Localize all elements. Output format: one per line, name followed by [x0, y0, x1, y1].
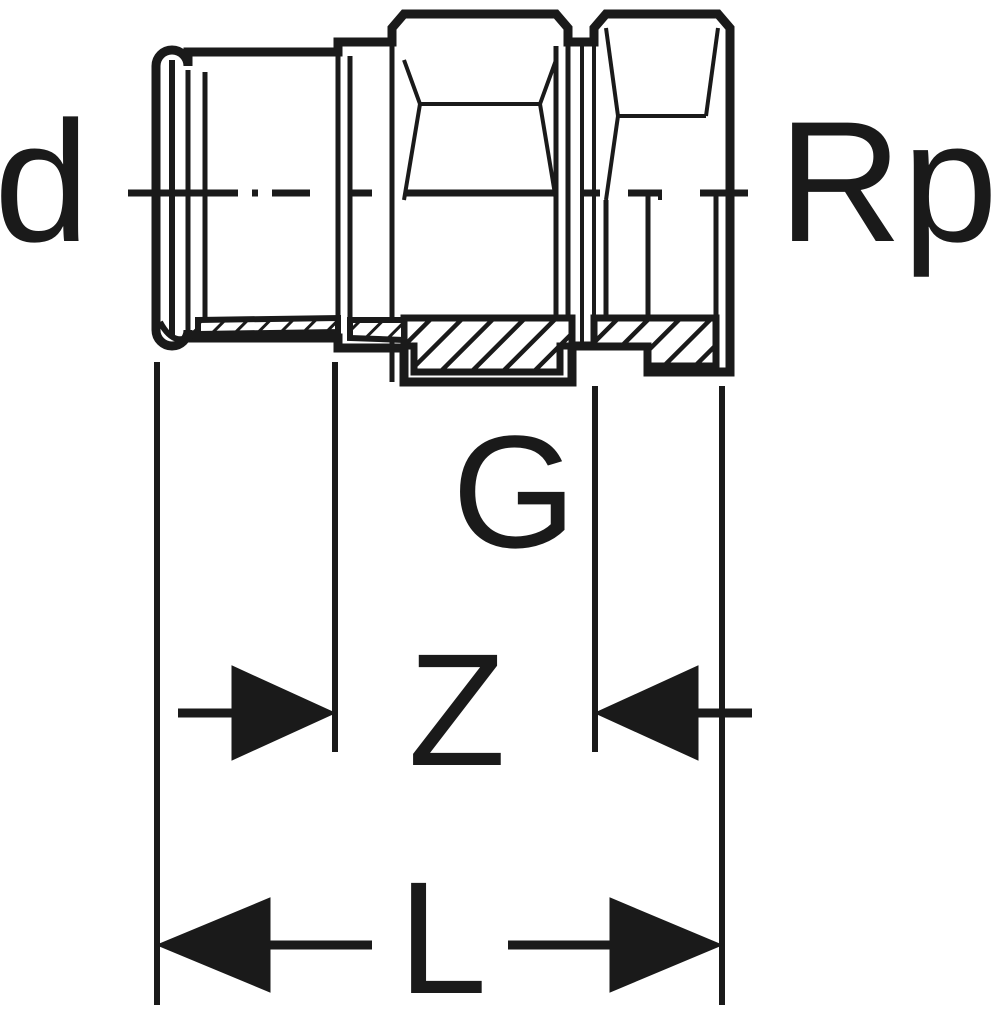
- dimension-z: [178, 665, 752, 761]
- dimension-label-g: G: [452, 402, 577, 581]
- rp-hex-chamfer-left: [604, 27, 620, 117]
- extension-lines: [154, 362, 725, 1005]
- hatch-rp-body: [590, 314, 720, 370]
- dimension-l: [155, 897, 724, 993]
- dimension-label-d: d: [0, 86, 90, 278]
- oring-seat: [157, 320, 201, 343]
- fitting-outer-profile: [151, 9, 735, 387]
- hatch-socket-wall: [195, 314, 341, 338]
- hex-nut-flank-left: [402, 103, 422, 201]
- dimension-label-z: Z: [408, 620, 506, 799]
- hex-nut-flank-right: [538, 103, 558, 201]
- section-hatching: [195, 314, 720, 376]
- hatch-transition: [347, 317, 407, 344]
- dimension-label-rp: Rp: [778, 86, 998, 278]
- hatch-nut-body: [400, 314, 576, 376]
- rp-hex-chamfer-right: [704, 27, 720, 117]
- rp-hex-flank-left: [604, 115, 620, 201]
- fitting-body: [151, 9, 735, 387]
- dim-l-arrowhead-left: [155, 897, 271, 993]
- dim-l-arrowhead-right: [609, 897, 724, 993]
- dim-z-arrowhead-left: [231, 665, 337, 761]
- hex-nut-chamfer-top-left: [402, 59, 422, 105]
- hex-nut-chamfer-top-right: [538, 59, 558, 105]
- dim-z-arrowhead-right: [593, 665, 699, 761]
- dimension-label-l: L: [398, 848, 487, 1024]
